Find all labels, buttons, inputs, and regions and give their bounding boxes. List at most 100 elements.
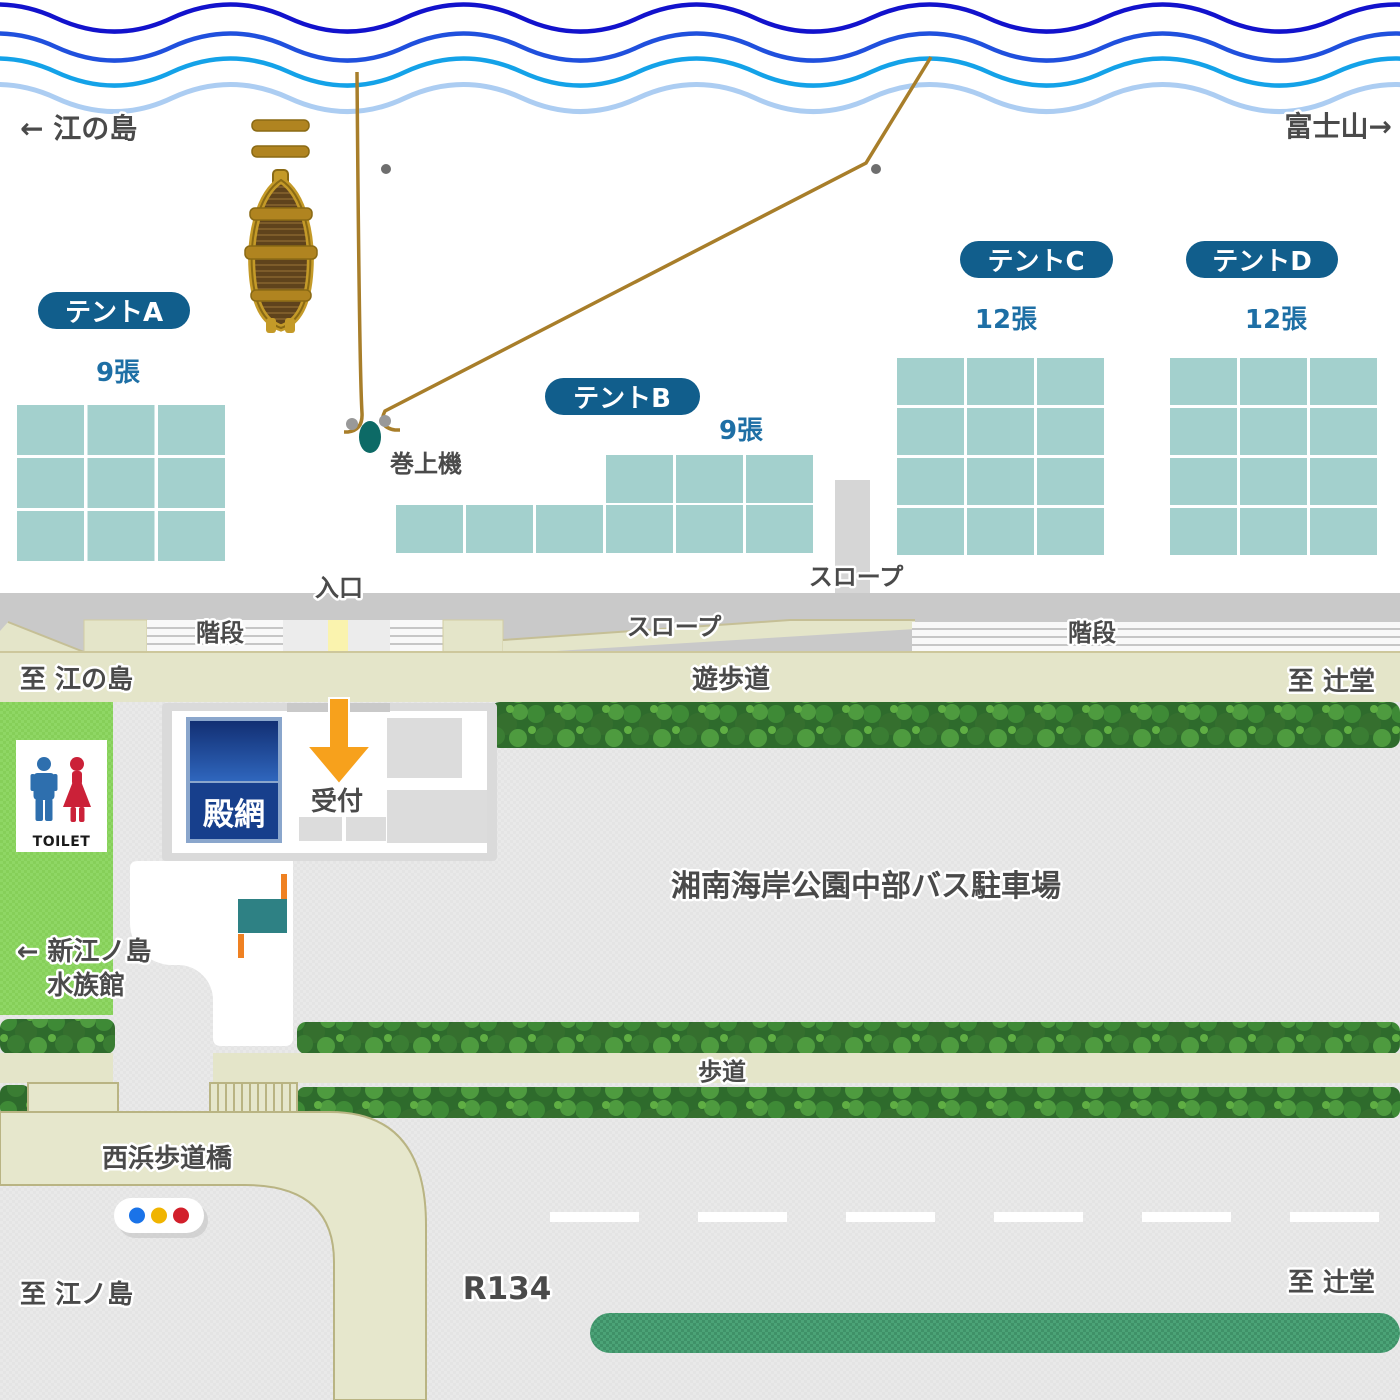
- label-promenade: 遊歩道: [692, 664, 770, 695]
- tent-b-grid: [396, 455, 813, 553]
- reception-arrow-icon: [304, 697, 374, 786]
- tent-square: [1170, 458, 1237, 505]
- label-reception: 受付: [311, 786, 363, 817]
- event-flag: [238, 874, 287, 958]
- tent-square: [606, 455, 673, 503]
- tent-a: テントA 9張: [17, 292, 225, 561]
- buoy-right: [871, 164, 881, 174]
- label-aquarium-line2: 水族館: [47, 970, 125, 1001]
- slope-ramp-edge: [502, 619, 915, 641]
- access-pillar-2: [442, 619, 504, 653]
- wedge-edge-line: [7, 621, 85, 653]
- tent-d-pill: [1186, 241, 1338, 278]
- tent-square: [17, 405, 84, 455]
- boat-thwart-1: [249, 207, 313, 221]
- tent-square: [1170, 358, 1237, 405]
- hedge-b2-right: [297, 1087, 1400, 1118]
- tent-d-label: テントD: [1212, 247, 1312, 277]
- label-to-enoshima-sea: ← 江の島: [20, 112, 137, 145]
- tent-square: [967, 458, 1034, 505]
- traffic-signal: [114, 1198, 208, 1238]
- beach-entrance-gate: [283, 620, 390, 652]
- label-parking: 湘南海岸公園中部バス駐車場: [671, 869, 1061, 904]
- net-sign-text: 殿網: [202, 797, 265, 833]
- building-block-2: [387, 790, 487, 843]
- tent-a-pill: [38, 292, 190, 329]
- label-to-fujisan: 富士山→: [1285, 110, 1392, 143]
- wave-line-1: [0, 2, 1400, 34]
- tent-a-grid: [17, 405, 225, 561]
- signal-light-red: [173, 1207, 189, 1224]
- sidewalk-zone: [0, 1019, 1400, 1118]
- wave-line-3: [0, 56, 1400, 88]
- toilet-sign: TOILET: [16, 740, 107, 852]
- tent-square: [396, 505, 463, 553]
- tent-square: [1170, 408, 1237, 455]
- sea-waves: [0, 2, 1400, 114]
- label-stairs-left: 階段: [196, 619, 244, 647]
- label-promenade-to-enoshima: 至 江の島: [20, 665, 133, 695]
- tent-square: [676, 455, 743, 503]
- tent-d-count: 12張: [1245, 305, 1307, 335]
- tent-square: [158, 405, 225, 455]
- tent-square: [897, 358, 964, 405]
- tent-square: [1240, 408, 1307, 455]
- toilet-board: [16, 740, 107, 852]
- label-route-r134: R134: [463, 1271, 552, 1307]
- seine-net-ropes: [344, 56, 933, 453]
- tent-square: [1240, 458, 1307, 505]
- tent-square: [746, 505, 813, 553]
- slope-ramp-mid: [503, 620, 915, 652]
- access-pillar-1: [83, 619, 148, 653]
- tent-square: [967, 408, 1034, 455]
- wave-line-4: [0, 82, 1400, 114]
- tent-square: [87, 511, 155, 561]
- building-block-3: [299, 817, 342, 841]
- tent-square: [676, 505, 743, 553]
- tent-square: [1310, 408, 1377, 455]
- building-block-4: [346, 817, 386, 841]
- tent-square: [1037, 408, 1104, 455]
- rope-left: [344, 71, 364, 434]
- pedestrian-bridge: 西浜歩道橋: [0, 1082, 427, 1400]
- road-median-strip: [590, 1313, 1400, 1353]
- net-signboard: 殿網: [186, 717, 282, 843]
- tent-b: テントB 9張: [396, 378, 813, 553]
- fishing-boat: [244, 119, 318, 333]
- label-road-to-tsujido: 至 辻堂: [1288, 1268, 1375, 1298]
- tent-square: [536, 505, 603, 553]
- tent-d-grid: [1170, 358, 1377, 555]
- tent-square: [897, 408, 964, 455]
- hedge-b2-left: [0, 1085, 30, 1116]
- tent-square: [967, 508, 1034, 555]
- tent-square: [1037, 358, 1104, 405]
- label-promenade-to-tsujido: 至 辻堂: [1288, 667, 1375, 697]
- tent-c: テントC 12張: [897, 241, 1113, 555]
- tent-square: [1240, 358, 1307, 405]
- tent-d: テントD 12張: [1170, 241, 1377, 555]
- tent-square: [897, 508, 964, 555]
- reception-complex: 殿網 受付: [162, 697, 497, 861]
- bridge-deck-and-ramp: [0, 1111, 427, 1400]
- hedge-b1-left: [0, 1019, 115, 1054]
- tent-a-count: 9張: [96, 358, 140, 388]
- tent-square: [87, 458, 155, 508]
- tent-square: [17, 511, 84, 561]
- label-slope-upper: スロープ: [809, 563, 905, 591]
- tent-c-pill: [960, 241, 1113, 278]
- boat-thwart-3: [250, 289, 312, 302]
- label-slope-mid: スロープ: [627, 613, 723, 641]
- tent-c-label: テントC: [987, 247, 1084, 277]
- tent-square: [158, 458, 225, 508]
- tent-square: [606, 505, 673, 553]
- bridge-span-left: [27, 1082, 119, 1113]
- tent-square: [17, 458, 84, 508]
- toilet-man-icon: [30, 757, 58, 821]
- signal-light-yellow: [151, 1207, 167, 1224]
- boat-stern-foot-right: [285, 318, 295, 333]
- boat-thwart-2: [244, 245, 318, 260]
- label-stairs-right: 階段: [1068, 619, 1116, 647]
- tent-square: [1310, 358, 1377, 405]
- signal-light-blue: [129, 1207, 145, 1224]
